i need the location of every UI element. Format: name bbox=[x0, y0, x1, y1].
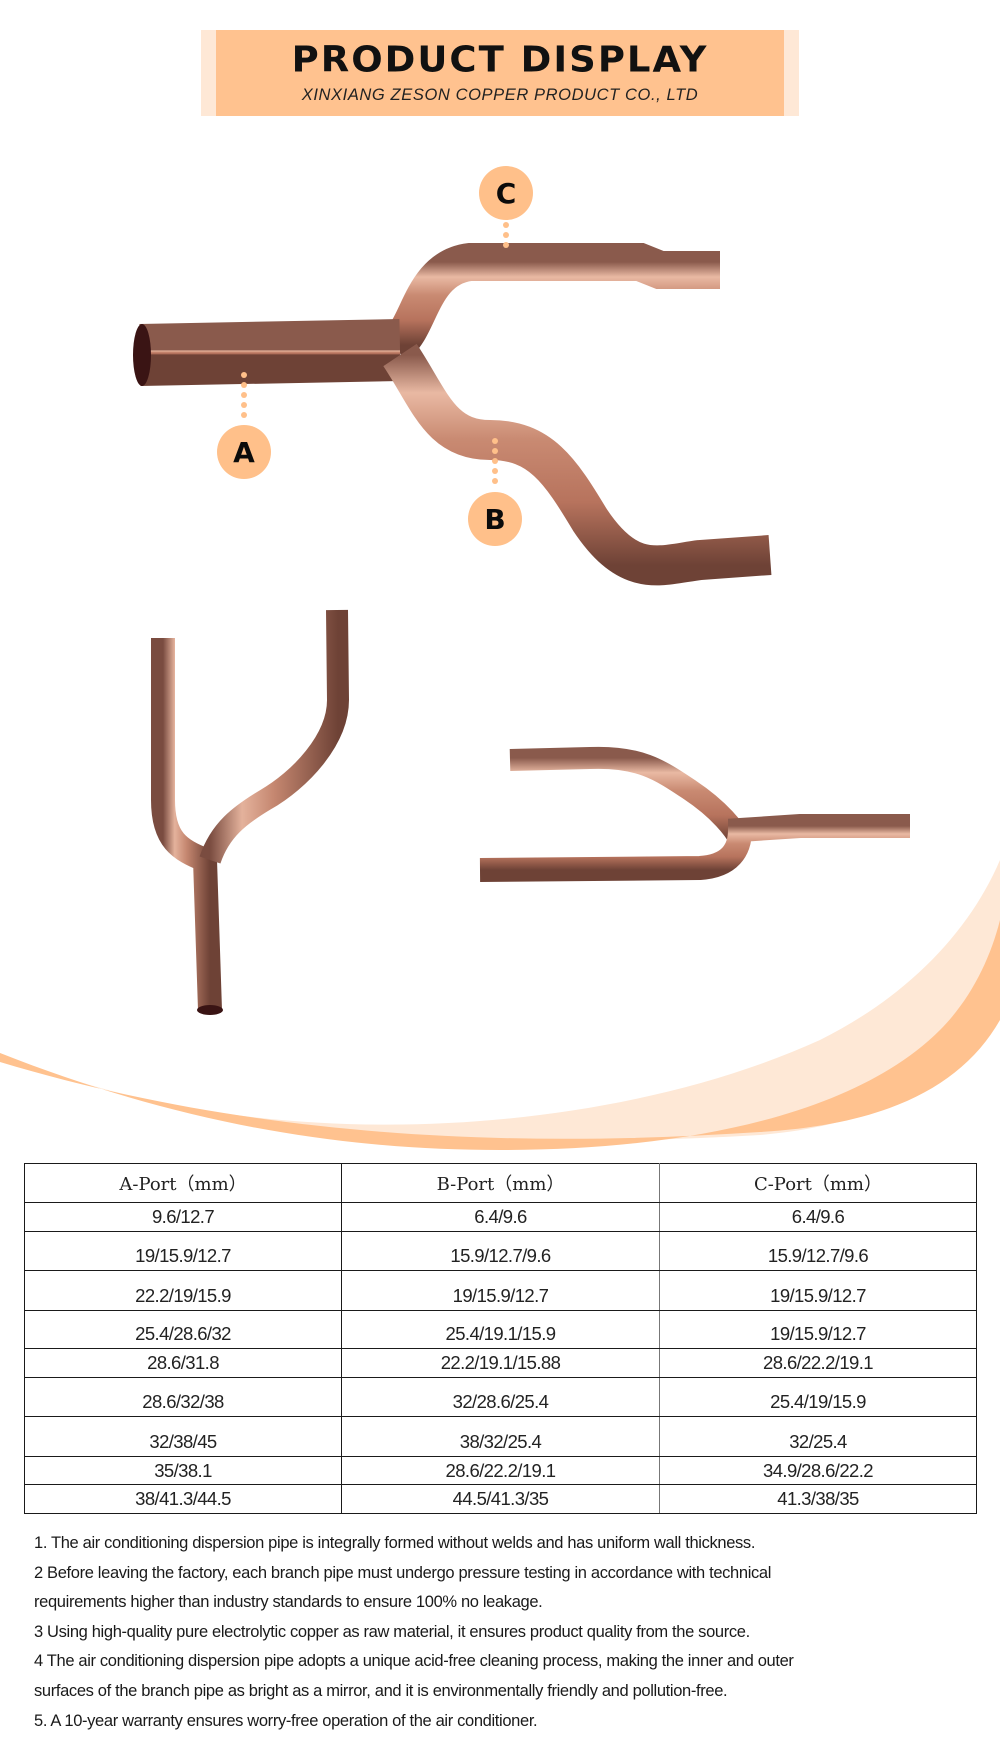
cell-b-port: 15.9/12.7/9.6 bbox=[341, 1231, 660, 1271]
column-header-a-port: A-Port（mm） bbox=[23, 1163, 343, 1203]
note-line: 2 Before leaving the factory, each branc… bbox=[34, 1563, 772, 1582]
cell-a-port: 32/38/45 bbox=[23, 1416, 343, 1457]
header-banner bbox=[216, 30, 784, 116]
cell-c-port: 32/25.4 bbox=[658, 1416, 978, 1457]
cell-c-port: 6.4/9.6 bbox=[658, 1202, 978, 1232]
cell-b-port: 19/15.9/12.7 bbox=[341, 1270, 660, 1311]
note-line: 5. A 10-year warranty ensures worry-free… bbox=[34, 1711, 538, 1730]
cell-a-port: 19/15.9/12.7 bbox=[23, 1231, 343, 1271]
cell-b-port: 25.4/19.1/15.9 bbox=[341, 1310, 660, 1349]
page-title: PRODUCT DISPLAY bbox=[291, 39, 709, 80]
callout-b-leader bbox=[492, 438, 498, 488]
note-line: surfaces of the branch pipe as bright as… bbox=[34, 1681, 728, 1700]
port-size-table: A-Port（mm） B-Port（mm） C-Port（mm） 9.6/12.… bbox=[23, 1163, 978, 1514]
table-row: 32/38/45 38/32/25.4 32/25.4 bbox=[23, 1416, 978, 1457]
cell-a-port: 38/41.3/44.5 bbox=[23, 1484, 343, 1514]
cell-a-port: 28.6/31.8 bbox=[23, 1348, 343, 1378]
note-line: 3 Using high-quality pure electrolytic c… bbox=[34, 1622, 750, 1641]
product-illustration bbox=[0, 243, 1000, 1150]
vertical-branch-pipe bbox=[151, 609, 350, 1015]
cell-a-port: 35/38.1 bbox=[23, 1456, 343, 1485]
cell-c-port: 19/15.9/12.7 bbox=[658, 1270, 978, 1311]
cell-a-port: 28.6/32/38 bbox=[23, 1377, 343, 1417]
cell-c-port: 34.9/28.6/22.2 bbox=[658, 1456, 978, 1485]
note-line: 4 The air conditioning dispersion pipe a… bbox=[34, 1652, 794, 1671]
table-row: 35/38.1 28.6/22.2/19.1 34.9/28.6/22.2 bbox=[23, 1456, 978, 1485]
cell-b-port: 28.6/22.2/19.1 bbox=[341, 1456, 660, 1485]
callout-a: A bbox=[217, 425, 271, 479]
cell-a-port: 25.4/28.6/32 bbox=[23, 1310, 343, 1349]
callout-b: B bbox=[468, 492, 522, 546]
column-header-c-port: C-Port（mm） bbox=[658, 1163, 978, 1203]
cell-c-port: 41.3/38/35 bbox=[658, 1484, 978, 1514]
cell-b-port: 22.2/19.1/15.88 bbox=[341, 1348, 660, 1378]
horizontal-branch-pipe bbox=[479, 746, 910, 882]
table-header-row: A-Port（mm） B-Port（mm） C-Port（mm） bbox=[23, 1163, 978, 1203]
company-name: XINXIANG ZESON COPPER PRODUCT CO., LTD bbox=[301, 86, 699, 104]
cell-c-port: 19/15.9/12.7 bbox=[658, 1310, 978, 1349]
cell-c-port: 28.6/22.2/19.1 bbox=[658, 1348, 978, 1378]
cell-a-port: 9.6/12.7 bbox=[23, 1202, 343, 1232]
cell-c-port: 15.9/12.7/9.6 bbox=[658, 1231, 978, 1271]
product-notes: 1. The air conditioning dispersion pipe … bbox=[34, 1532, 984, 1739]
table-row: 25.4/28.6/32 25.4/19.1/15.9 19/15.9/12.7 bbox=[23, 1310, 978, 1349]
cell-a-port: 22.2/19/15.9 bbox=[23, 1270, 343, 1311]
note-line: requirements higher than industry standa… bbox=[34, 1593, 543, 1612]
note-line: 1. The air conditioning dispersion pipe … bbox=[34, 1534, 756, 1552]
callout-a-leader bbox=[241, 372, 247, 422]
table-row: 38/41.3/44.5 44.5/41.3/35 41.3/38/35 bbox=[23, 1484, 978, 1514]
cell-b-port: 44.5/41.3/35 bbox=[341, 1484, 660, 1514]
main-branch-pipe bbox=[133, 243, 825, 586]
table-row: 19/15.9/12.7 15.9/12.7/9.6 15.9/12.7/9.6 bbox=[23, 1231, 978, 1271]
table-row: 28.6/32/38 32/28.6/25.4 25.4/19/15.9 bbox=[23, 1377, 978, 1417]
callout-c: C bbox=[479, 166, 533, 220]
cell-b-port: 6.4/9.6 bbox=[341, 1202, 660, 1232]
table-row: 22.2/19/15.9 19/15.9/12.7 19/15.9/12.7 bbox=[23, 1270, 978, 1311]
callout-c-leader bbox=[503, 222, 509, 252]
cell-b-port: 38/32/25.4 bbox=[341, 1416, 660, 1457]
cell-c-port: 25.4/19/15.9 bbox=[658, 1377, 978, 1417]
cell-b-port: 32/28.6/25.4 bbox=[341, 1377, 660, 1417]
table-row: 28.6/31.8 22.2/19.1/15.88 28.6/22.2/19.1 bbox=[23, 1348, 978, 1378]
column-header-b-port: B-Port（mm） bbox=[341, 1163, 660, 1203]
decorative-swoosh bbox=[0, 860, 1000, 1150]
table-row: 9.6/12.7 6.4/9.6 6.4/9.6 bbox=[23, 1202, 978, 1232]
